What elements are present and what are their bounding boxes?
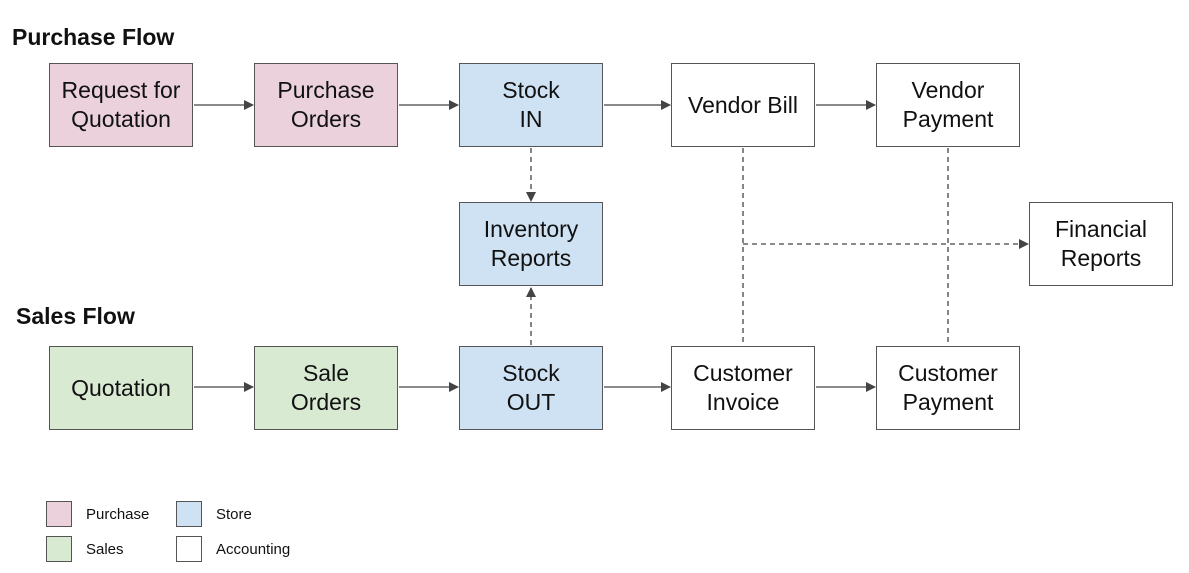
- node-label: Sale: [302, 360, 350, 386]
- legend-label-accounting: Accounting: [216, 540, 291, 558]
- node-label: Stock: [502, 77, 560, 103]
- node-label: IN: [519, 106, 543, 132]
- node-label: Stock: [502, 360, 560, 386]
- legend-label-purchase: Purchase: [86, 505, 150, 523]
- legend-swatch-sales: [46, 536, 72, 562]
- legend-item-accounting: Accounting: [176, 536, 290, 562]
- node-label: Inventory: [483, 216, 579, 242]
- legend-swatch-store: [176, 501, 202, 527]
- node-vendor-bill: Vendor Bill: [671, 63, 815, 147]
- node-label: Purchase: [277, 77, 375, 103]
- legend-swatch-purchase: [46, 501, 72, 527]
- node-label: Payment: [902, 106, 994, 132]
- node-label: Quotation: [71, 374, 171, 401]
- node-label: Financial: [1054, 216, 1148, 242]
- node-label: Vendor: [911, 77, 985, 103]
- legend-item-sales: Sales: [46, 536, 124, 562]
- node-label: Vendor Bill: [688, 91, 798, 118]
- node-label: Request for: [61, 77, 181, 103]
- node-quotation: Quotation: [49, 346, 193, 430]
- node-label: Customer: [898, 360, 998, 386]
- node-label: Reports: [490, 245, 572, 271]
- node-label: Payment: [902, 389, 994, 415]
- node-label: OUT: [506, 389, 556, 415]
- node-label: Invoice: [706, 389, 780, 415]
- legend-label-sales: Sales: [86, 540, 124, 558]
- node-label: Reports: [1060, 245, 1142, 271]
- legend-item-purchase: Purchase: [46, 501, 149, 527]
- node-label: Customer: [693, 360, 793, 386]
- legend-label-store: Store: [216, 505, 252, 523]
- purchase-flow-heading: Purchase Flow: [12, 24, 175, 50]
- node-label: Quotation: [71, 106, 171, 132]
- legend-item-store: Store: [176, 501, 252, 527]
- node-label: Orders: [290, 106, 362, 132]
- legend-swatch-accounting: [176, 536, 202, 562]
- node-label: Orders: [290, 389, 362, 415]
- sales-flow-heading: Sales Flow: [16, 303, 135, 329]
